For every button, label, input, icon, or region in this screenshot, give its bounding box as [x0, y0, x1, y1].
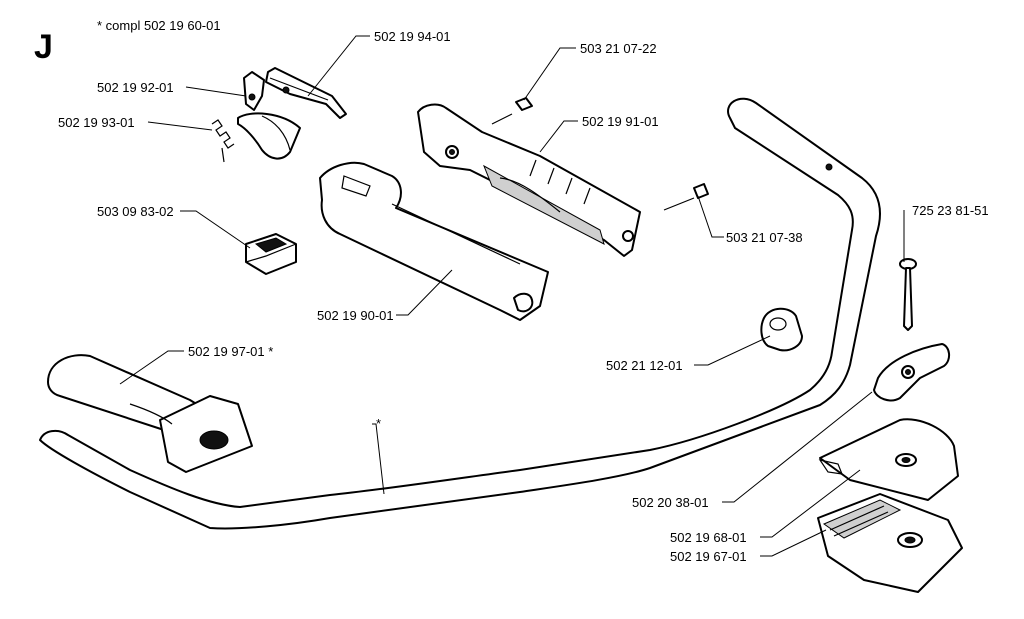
bolt-725-23-81-51: [899, 258, 917, 331]
handle-bar-tube: [39, 97, 881, 530]
label-502-19-91-01: 502 19 91-01: [582, 114, 659, 129]
throttle-bracket-502-19-92-01: [243, 71, 265, 111]
assembly-note: * compl 502 19 60-01: [97, 18, 221, 33]
screw-503-21-07-38: [663, 183, 709, 211]
label-502-19-90-01: 502 19 90-01: [317, 308, 394, 323]
handle-half-502-19-90-01: [319, 161, 549, 321]
throttle-trigger: [237, 112, 301, 160]
label-502-19-92-01: 502 19 92-01: [97, 80, 174, 95]
section-letter: J: [34, 28, 53, 66]
label-503-09-83-02: 503 09 83-02: [97, 204, 174, 219]
clamp-502-21-12-01: [760, 307, 803, 352]
spring-502-19-93-01: [211, 119, 235, 163]
knob-502-20-38-01: [873, 343, 950, 402]
label-502-19-68-01: 502 19 68-01: [670, 530, 747, 545]
base-plate-502-19-67-01: [817, 493, 963, 593]
label-502-19-93-01: 502 19 93-01: [58, 115, 135, 130]
label-725-23-81-51: 725 23 81-51: [912, 203, 989, 218]
label-503-21-07-38: 503 21 07-38: [726, 230, 803, 245]
switch-503-09-83-02: [245, 233, 297, 275]
label-502-21-12-01: 502 21 12-01: [606, 358, 683, 373]
leader-lines: [119, 35, 905, 557]
label-complete-assembly-star: *: [376, 416, 381, 431]
label-502-19-94-01: 502 19 94-01: [374, 29, 451, 44]
screw-503-21-07-22: [491, 97, 533, 125]
cover-plate-502-19-68-01: [818, 418, 959, 501]
label-502-19-67-01: 502 19 67-01: [670, 549, 747, 564]
label-502-19-97-01: 502 19 97-01 *: [188, 344, 273, 359]
grip-502-19-97-01: [47, 354, 253, 473]
throttle-lever-502-19-94-01: [265, 67, 347, 119]
label-503-21-07-22: 503 21 07-22: [580, 41, 657, 56]
label-502-20-38-01: 502 20 38-01: [632, 495, 709, 510]
handle-half-502-19-91-01: [417, 103, 641, 257]
